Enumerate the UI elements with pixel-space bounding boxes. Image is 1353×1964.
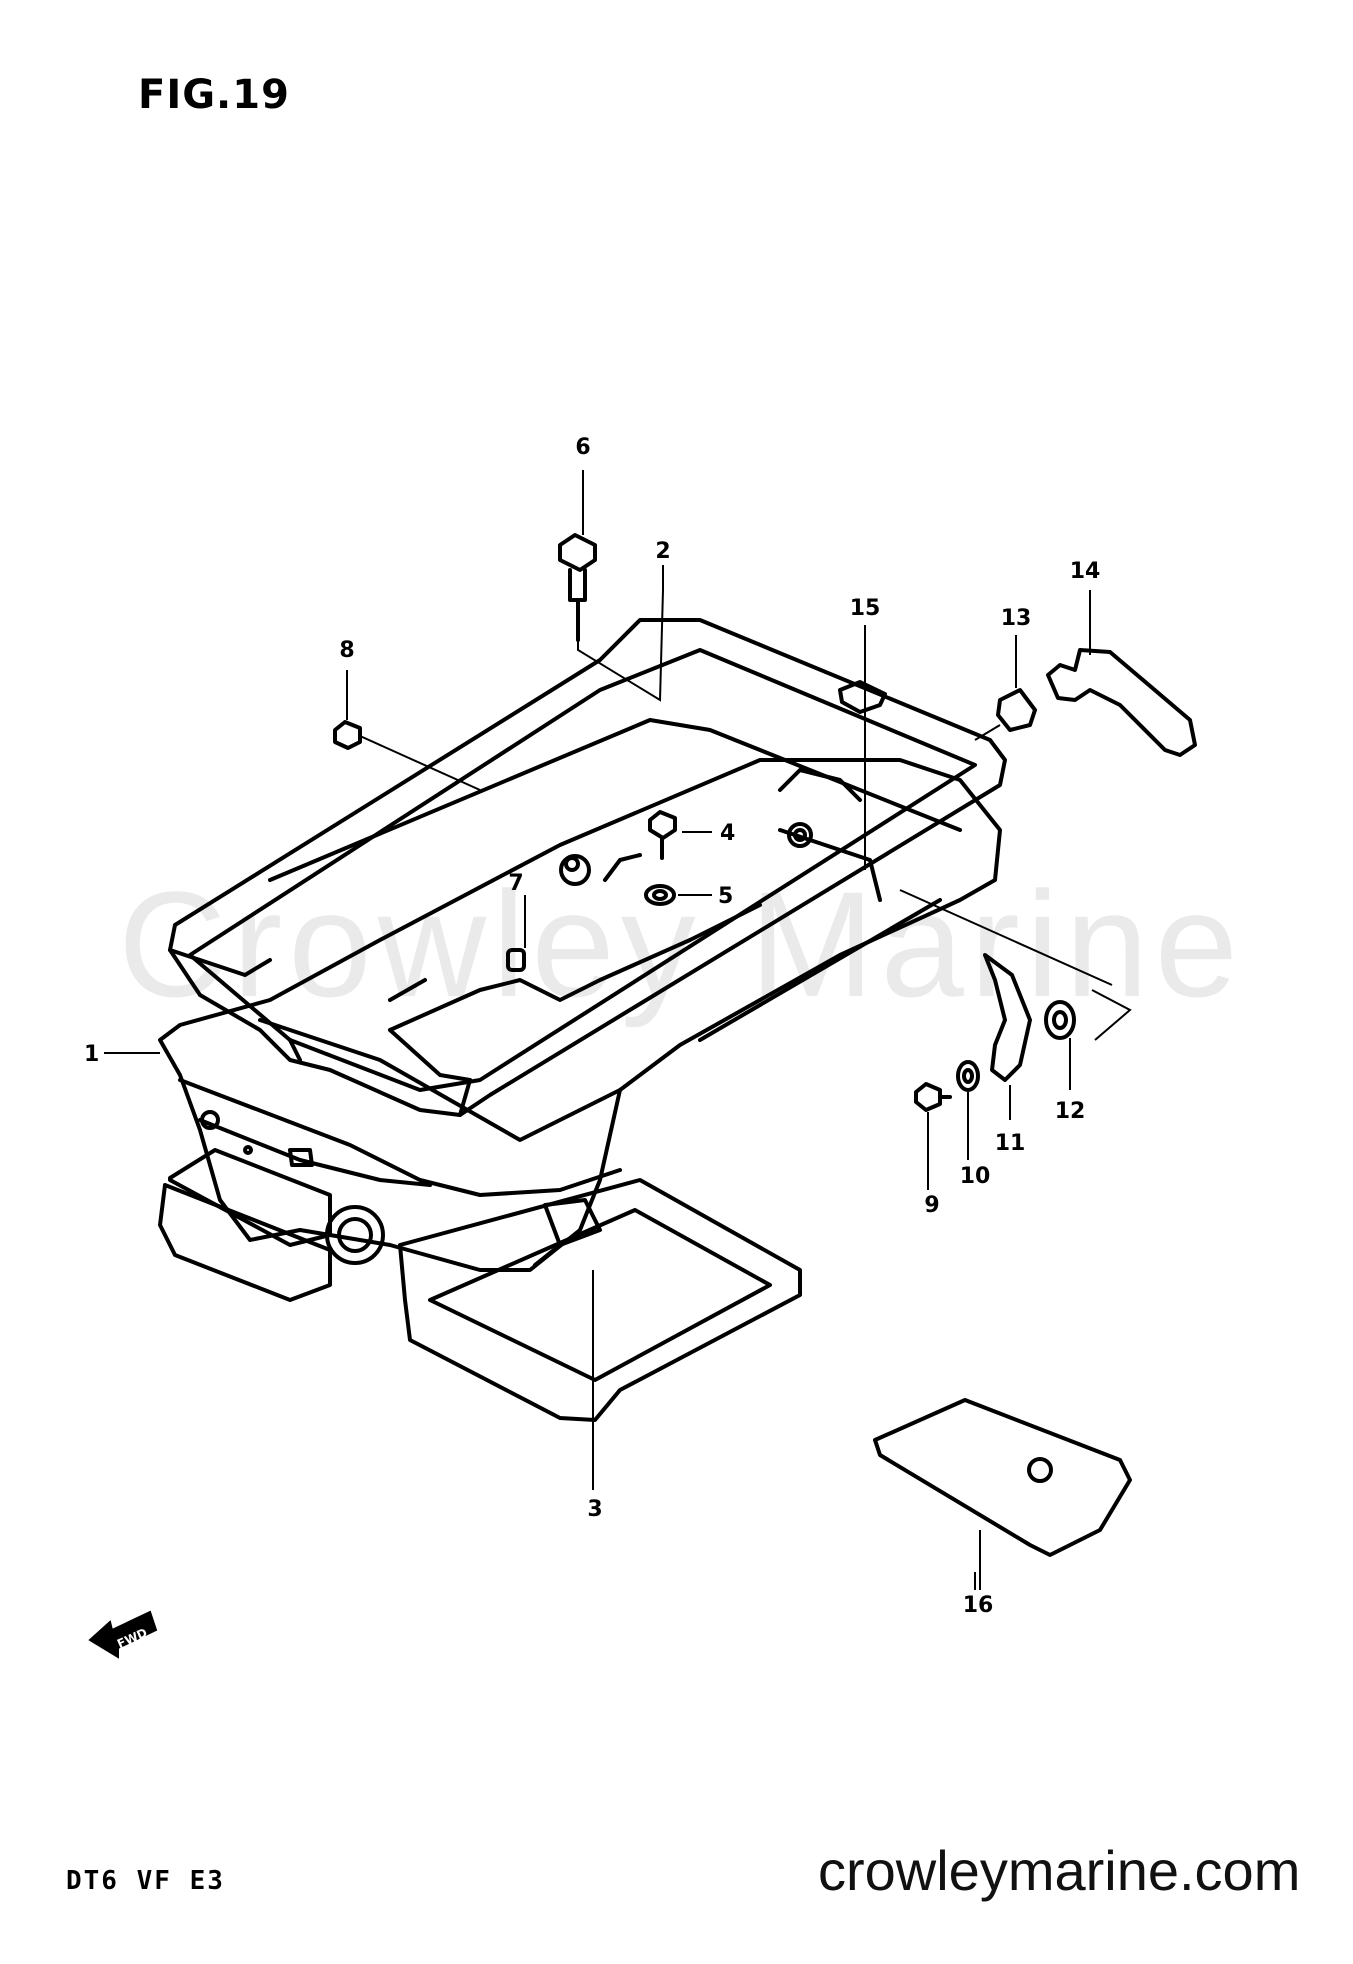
bolt-9-drawing — [914, 1082, 952, 1112]
callout-10: 10 — [960, 1164, 991, 1189]
footer-site-link[interactable]: crowleymarine.com — [818, 1839, 1301, 1902]
washer-10-drawing — [956, 1060, 980, 1092]
pad-16-drawing — [873, 1398, 1132, 1557]
callout-15: 15 — [850, 596, 881, 621]
callout-14: 14 — [1070, 559, 1101, 584]
callout-13: 13 — [1001, 606, 1032, 631]
callout-3: 3 — [587, 1497, 602, 1522]
lower-cover-pan-drawing — [158, 758, 1002, 1272]
callout-11: 11 — [995, 1131, 1026, 1156]
callout-8: 8 — [339, 638, 354, 663]
figure-title: FIG.19 — [138, 72, 290, 118]
callout-6: 6 — [575, 435, 590, 460]
bolt-4-drawing — [648, 810, 677, 860]
washer-12-drawing — [1044, 1000, 1076, 1040]
hose-14-drawing — [1046, 648, 1197, 757]
callout-9: 9 — [924, 1193, 939, 1218]
pan-interior-drawing — [268, 718, 962, 1082]
washer-5-drawing — [644, 884, 676, 906]
leader-lines — [104, 470, 1132, 1590]
bracket-11-drawing — [983, 953, 1032, 1082]
forward-arrow-icon: FWD — [88, 1610, 158, 1659]
grommet-8-drawing — [333, 720, 362, 750]
callout-2: 2 — [655, 539, 670, 564]
callout-12: 12 — [1055, 1099, 1086, 1124]
callout-5: 5 — [718, 884, 733, 909]
callout-16: 16 — [963, 1593, 994, 1618]
callout-7: 7 — [508, 871, 523, 896]
bolt-6-drawing — [558, 533, 597, 642]
grommet-13-drawing — [996, 688, 1037, 732]
collar-7-drawing — [506, 948, 526, 972]
plate-15-drawing — [838, 680, 887, 714]
model-code: DT6 VF E3 — [66, 1866, 225, 1896]
callout-1: 1 — [84, 1042, 99, 1067]
bottom-plate-drawing — [158, 1148, 802, 1422]
callout-4: 4 — [720, 821, 735, 846]
part-callouts: 6 2 15 14 13 8 4 5 7 1 12 11 10 9 3 16 — [84, 435, 1100, 1618]
